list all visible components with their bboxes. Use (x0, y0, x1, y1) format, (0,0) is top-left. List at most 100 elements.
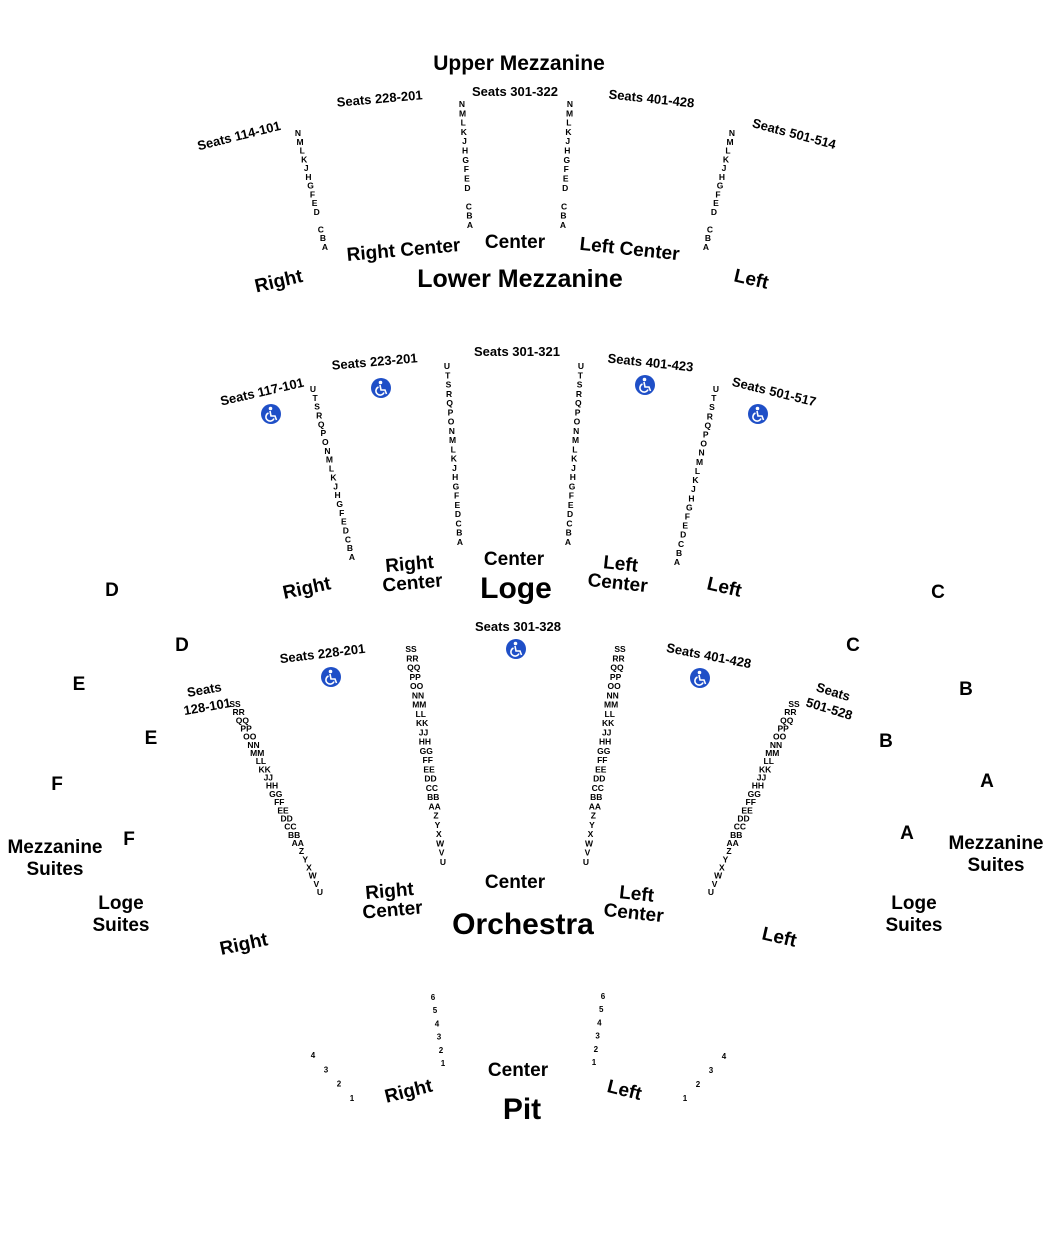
row-label: M (326, 455, 333, 465)
section-orch-center: Center (485, 872, 546, 893)
row-label: D (711, 207, 717, 217)
row-label: AA (589, 801, 601, 811)
row-letters-orch-1: SSRRQQPPOONNMMLLKKJJHHGGFFEEDDCCBBAAZYXW… (229, 699, 323, 897)
row-label: V (439, 848, 445, 858)
section-loge-center: Center (484, 549, 545, 570)
row-label: B (347, 543, 353, 553)
row-label: G (336, 499, 343, 509)
row-label: H (462, 146, 468, 156)
row-label: P (703, 430, 709, 440)
suite-letter-left: D (175, 635, 189, 656)
row-label: F (464, 164, 469, 174)
row-label: L (451, 444, 456, 454)
row-label: 3 (324, 1065, 329, 1074)
row-label: BB (730, 830, 742, 840)
row-label: N (573, 426, 579, 436)
row-label: 4 (435, 1019, 440, 1028)
seats-label-um-right: Seats 114-101 (196, 118, 282, 153)
seats-label-loge-left-center: Seats 401-423 (607, 351, 694, 375)
row-label: M (449, 435, 456, 445)
row-label: Z (299, 846, 304, 856)
row-label: E (454, 500, 460, 510)
row-label: R (576, 389, 582, 399)
row-label: U (440, 857, 446, 867)
row-label: C (707, 225, 713, 235)
row-label: C (561, 201, 567, 211)
section-um-left-center: Left Center (579, 234, 682, 265)
wheelchair-icon (320, 666, 342, 688)
row-label: T (445, 370, 451, 380)
row-label: AA (727, 838, 739, 848)
row-label: J (565, 136, 570, 146)
row-label: D (562, 183, 568, 193)
row-label: A (703, 242, 709, 252)
row-label: A (457, 537, 463, 547)
row-label: C (318, 225, 324, 235)
mezzanine-suites-label-left: Suites (26, 859, 83, 880)
section-orch-right: Right (218, 929, 271, 960)
row-label: 6 (431, 993, 436, 1002)
row-label: BB (427, 792, 439, 802)
row-label: KK (759, 764, 772, 774)
row-label: N (567, 99, 573, 109)
row-label: K (723, 154, 730, 164)
row-label: B (705, 233, 711, 243)
row-label: EE (277, 805, 289, 815)
row-label: U (583, 857, 589, 867)
section-loge-right-center-1: Right (384, 552, 435, 577)
section-orch-left-center-2: Center (603, 900, 666, 927)
row-label: L (566, 118, 571, 128)
row-label: C (345, 534, 351, 544)
row-label: K (301, 154, 308, 164)
row-label: LL (416, 709, 426, 719)
row-label: RR (406, 653, 418, 663)
row-label: JJ (419, 727, 429, 737)
section-um-left: Left (732, 265, 771, 293)
row-label: S (577, 380, 583, 390)
row-label: 2 (439, 1046, 444, 1055)
row-label: T (578, 370, 584, 380)
row-label: FF (423, 755, 433, 765)
row-label: QQ (407, 663, 421, 673)
row-label: R (446, 389, 452, 399)
row-label: V (585, 848, 591, 858)
row-label: W (585, 839, 594, 849)
row-label: A (322, 242, 328, 252)
section-pit-center: Center (488, 1060, 549, 1081)
row-label: 1 (350, 1094, 355, 1103)
row-label: B (560, 211, 566, 221)
row-label: H (564, 146, 570, 156)
row-label: N (729, 128, 735, 138)
row-label: NN (247, 740, 259, 750)
row-label: A (560, 220, 566, 230)
suite-letter-left: F (123, 829, 135, 850)
row-label: F (685, 512, 690, 522)
row-label: HH (752, 781, 764, 791)
section-loge-left: Left (705, 573, 744, 601)
row-label: CC (426, 783, 438, 793)
row-label: N (699, 448, 705, 458)
lower-mezzanine-title: Lower Mezzanine (417, 265, 623, 293)
row-label: F (715, 189, 720, 199)
row-label: N (459, 99, 465, 109)
row-label: 4 (722, 1052, 727, 1061)
row-label: J (691, 484, 696, 494)
section-um-right: Right (253, 266, 306, 298)
seats-label-um-left: Seats 501-514 (751, 115, 839, 152)
row-label: M (726, 137, 733, 147)
row-label: 5 (599, 1005, 604, 1014)
row-label: X (588, 829, 594, 839)
row-label: C (456, 519, 462, 529)
row-label: DD (281, 813, 293, 823)
row-label: RR (784, 707, 796, 717)
suites: D D E E F F C C B B A A Mezzanine Suites… (7, 580, 1043, 936)
row-label: S (709, 402, 715, 412)
row-label: K (571, 454, 578, 464)
row-label: NN (606, 690, 618, 700)
row-label: L (461, 118, 466, 128)
row-letters-orch-4: SSRRQQPPOONNMMLLKKJJHHGGFFEEDDCCBBAAZYXW… (708, 699, 800, 897)
